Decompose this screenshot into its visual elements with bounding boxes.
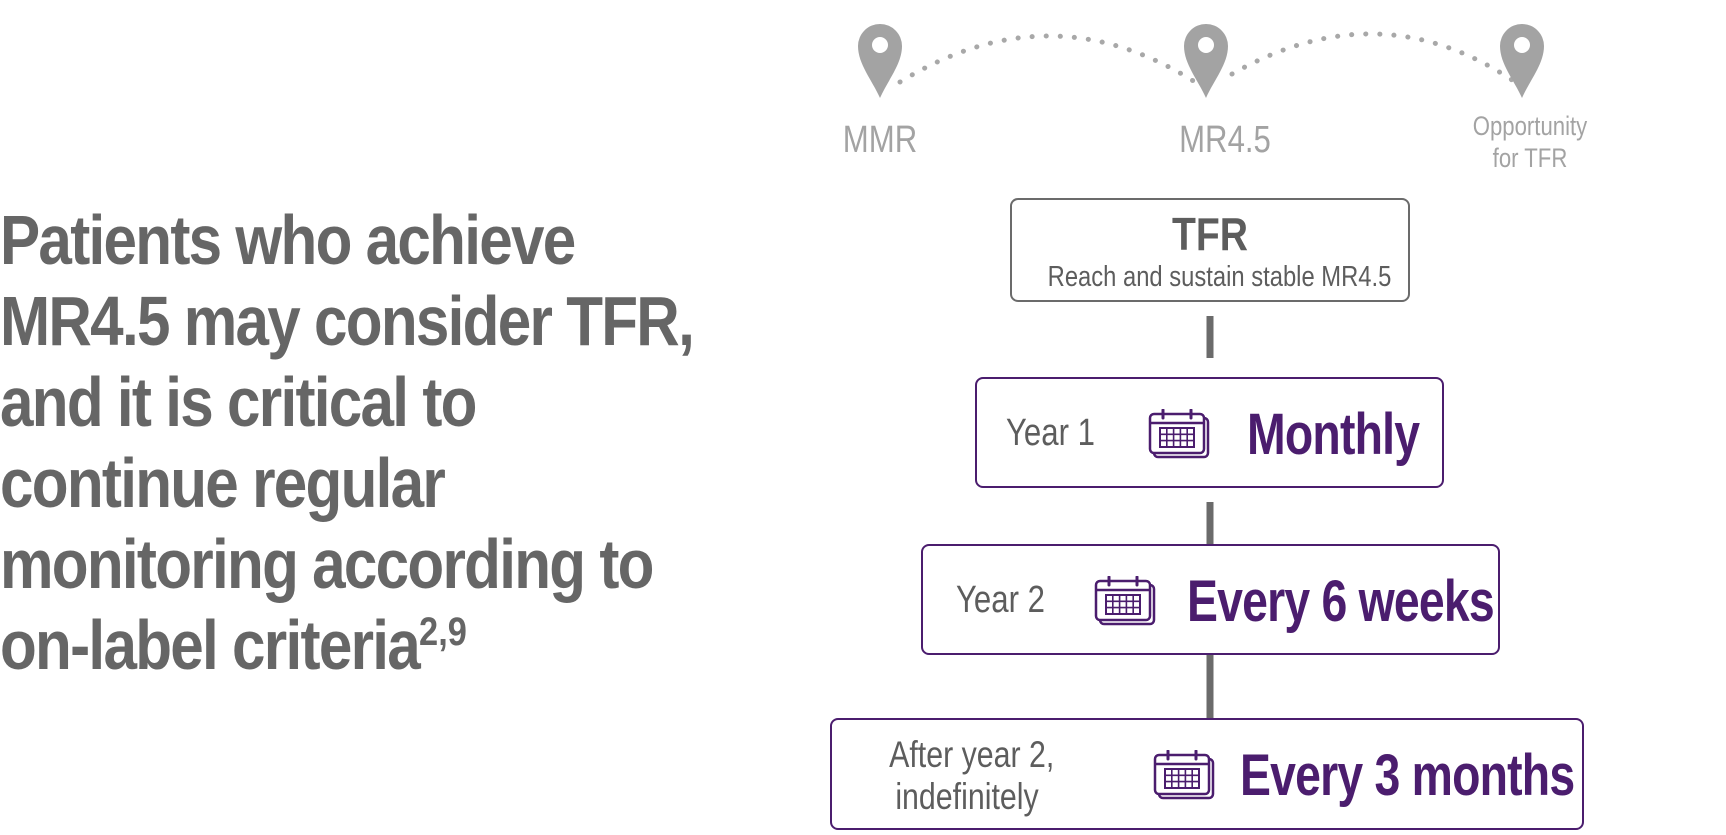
calendar-icon xyxy=(1153,750,1215,800)
map-pin-icon xyxy=(858,24,902,98)
map-pin-icon xyxy=(1184,24,1228,98)
milestone-label-line: Opportunity xyxy=(1472,111,1588,141)
milestone-label-opportunity-for-tfr: Opportunity for TFR xyxy=(1456,110,1604,174)
tfr-title: TFR xyxy=(1171,208,1248,260)
monitoring-stage-year-1: Year 1 Monthly xyxy=(975,377,1444,488)
tfr-box: TFR Reach and sustain stable MR4.5 xyxy=(1010,198,1410,302)
headline: Patients who achieve MR4.5 may consider … xyxy=(0,200,705,697)
stage-frequency: Every 3 months xyxy=(1240,743,1575,808)
stage-period-line: indefinitely xyxy=(895,776,1039,817)
stage-period: After year 2, indefinitely xyxy=(889,734,1055,818)
calendar-icon xyxy=(1148,409,1210,459)
calendar-icon xyxy=(1094,576,1156,626)
headline-reference-superscript: 2,9 xyxy=(419,610,467,654)
monitoring-stage-year-2: Year 2 Every 6 weeks xyxy=(921,544,1500,655)
headline-text: Patients who achieve MR4.5 may consider … xyxy=(0,201,695,684)
dotted-path-mr45-to-tfr xyxy=(1229,31,1518,85)
stage-frequency: Monthly xyxy=(1247,402,1420,467)
milestone-label-line: for TFR xyxy=(1492,143,1568,173)
stage-period: Year 1 xyxy=(1006,412,1095,454)
stage-period: Year 2 xyxy=(956,579,1045,621)
stage-period-line: After year 2, xyxy=(889,734,1055,775)
milestone-label-mmr: MMR xyxy=(842,119,918,161)
dotted-path-mmr-to-mr45 xyxy=(897,33,1198,85)
monitoring-stage-after-year-2: After year 2, indefinitely Every 3 month… xyxy=(830,718,1584,830)
map-pin-icon xyxy=(1500,24,1544,98)
milestone-label-mr45: MR4.5 xyxy=(1179,119,1271,161)
tfr-subtitle: Reach and sustain stable MR4.5 xyxy=(1047,261,1392,293)
stage-frequency: Every 6 weeks xyxy=(1187,569,1495,634)
